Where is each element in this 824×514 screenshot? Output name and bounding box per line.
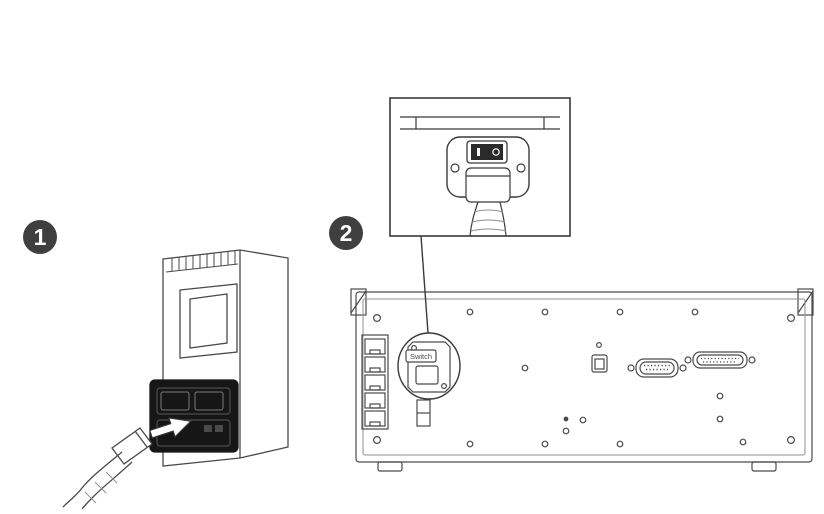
callout-box: [389, 97, 571, 237]
switch-on-mark: [477, 148, 480, 156]
panel-power-inlet: Switch: [405, 341, 451, 427]
switch-label: Switch: [410, 352, 432, 361]
rear-panel-illustration: Switch: [350, 288, 814, 472]
tower-vent-grille: [165, 250, 239, 273]
panel-foot-left: [377, 461, 403, 472]
power-switch: [466, 140, 508, 164]
step-2-badge: 2: [329, 216, 363, 250]
switch-callout: [389, 97, 571, 237]
switch-off-mark: [492, 148, 500, 156]
device-tower-illustration: [62, 249, 289, 510]
network-ports: [361, 334, 389, 430]
small-port: [591, 354, 608, 373]
rack-handle-left: [350, 288, 367, 316]
switch-highlight-circle: [397, 332, 461, 400]
dsub-connector-25: [684, 351, 756, 369]
step-1-number: 1: [34, 224, 47, 250]
insert-arrow: [148, 417, 193, 439]
power-plug: [62, 427, 153, 510]
tower-recess-window: [179, 283, 238, 359]
dsub-connector-15: [627, 358, 687, 378]
switch-label-box: [405, 349, 437, 363]
power-inlet-block: [149, 379, 239, 453]
step-2-number: 2: [340, 220, 353, 246]
callout-plug: [465, 167, 511, 237]
panel-outline: [355, 291, 813, 463]
step-1-badge: 1: [23, 220, 57, 254]
panel-screws: [373, 308, 795, 448]
panel-inner-frame: [362, 298, 806, 456]
panel-foot-right: [751, 461, 777, 472]
callout-leader-line: [420, 235, 429, 334]
